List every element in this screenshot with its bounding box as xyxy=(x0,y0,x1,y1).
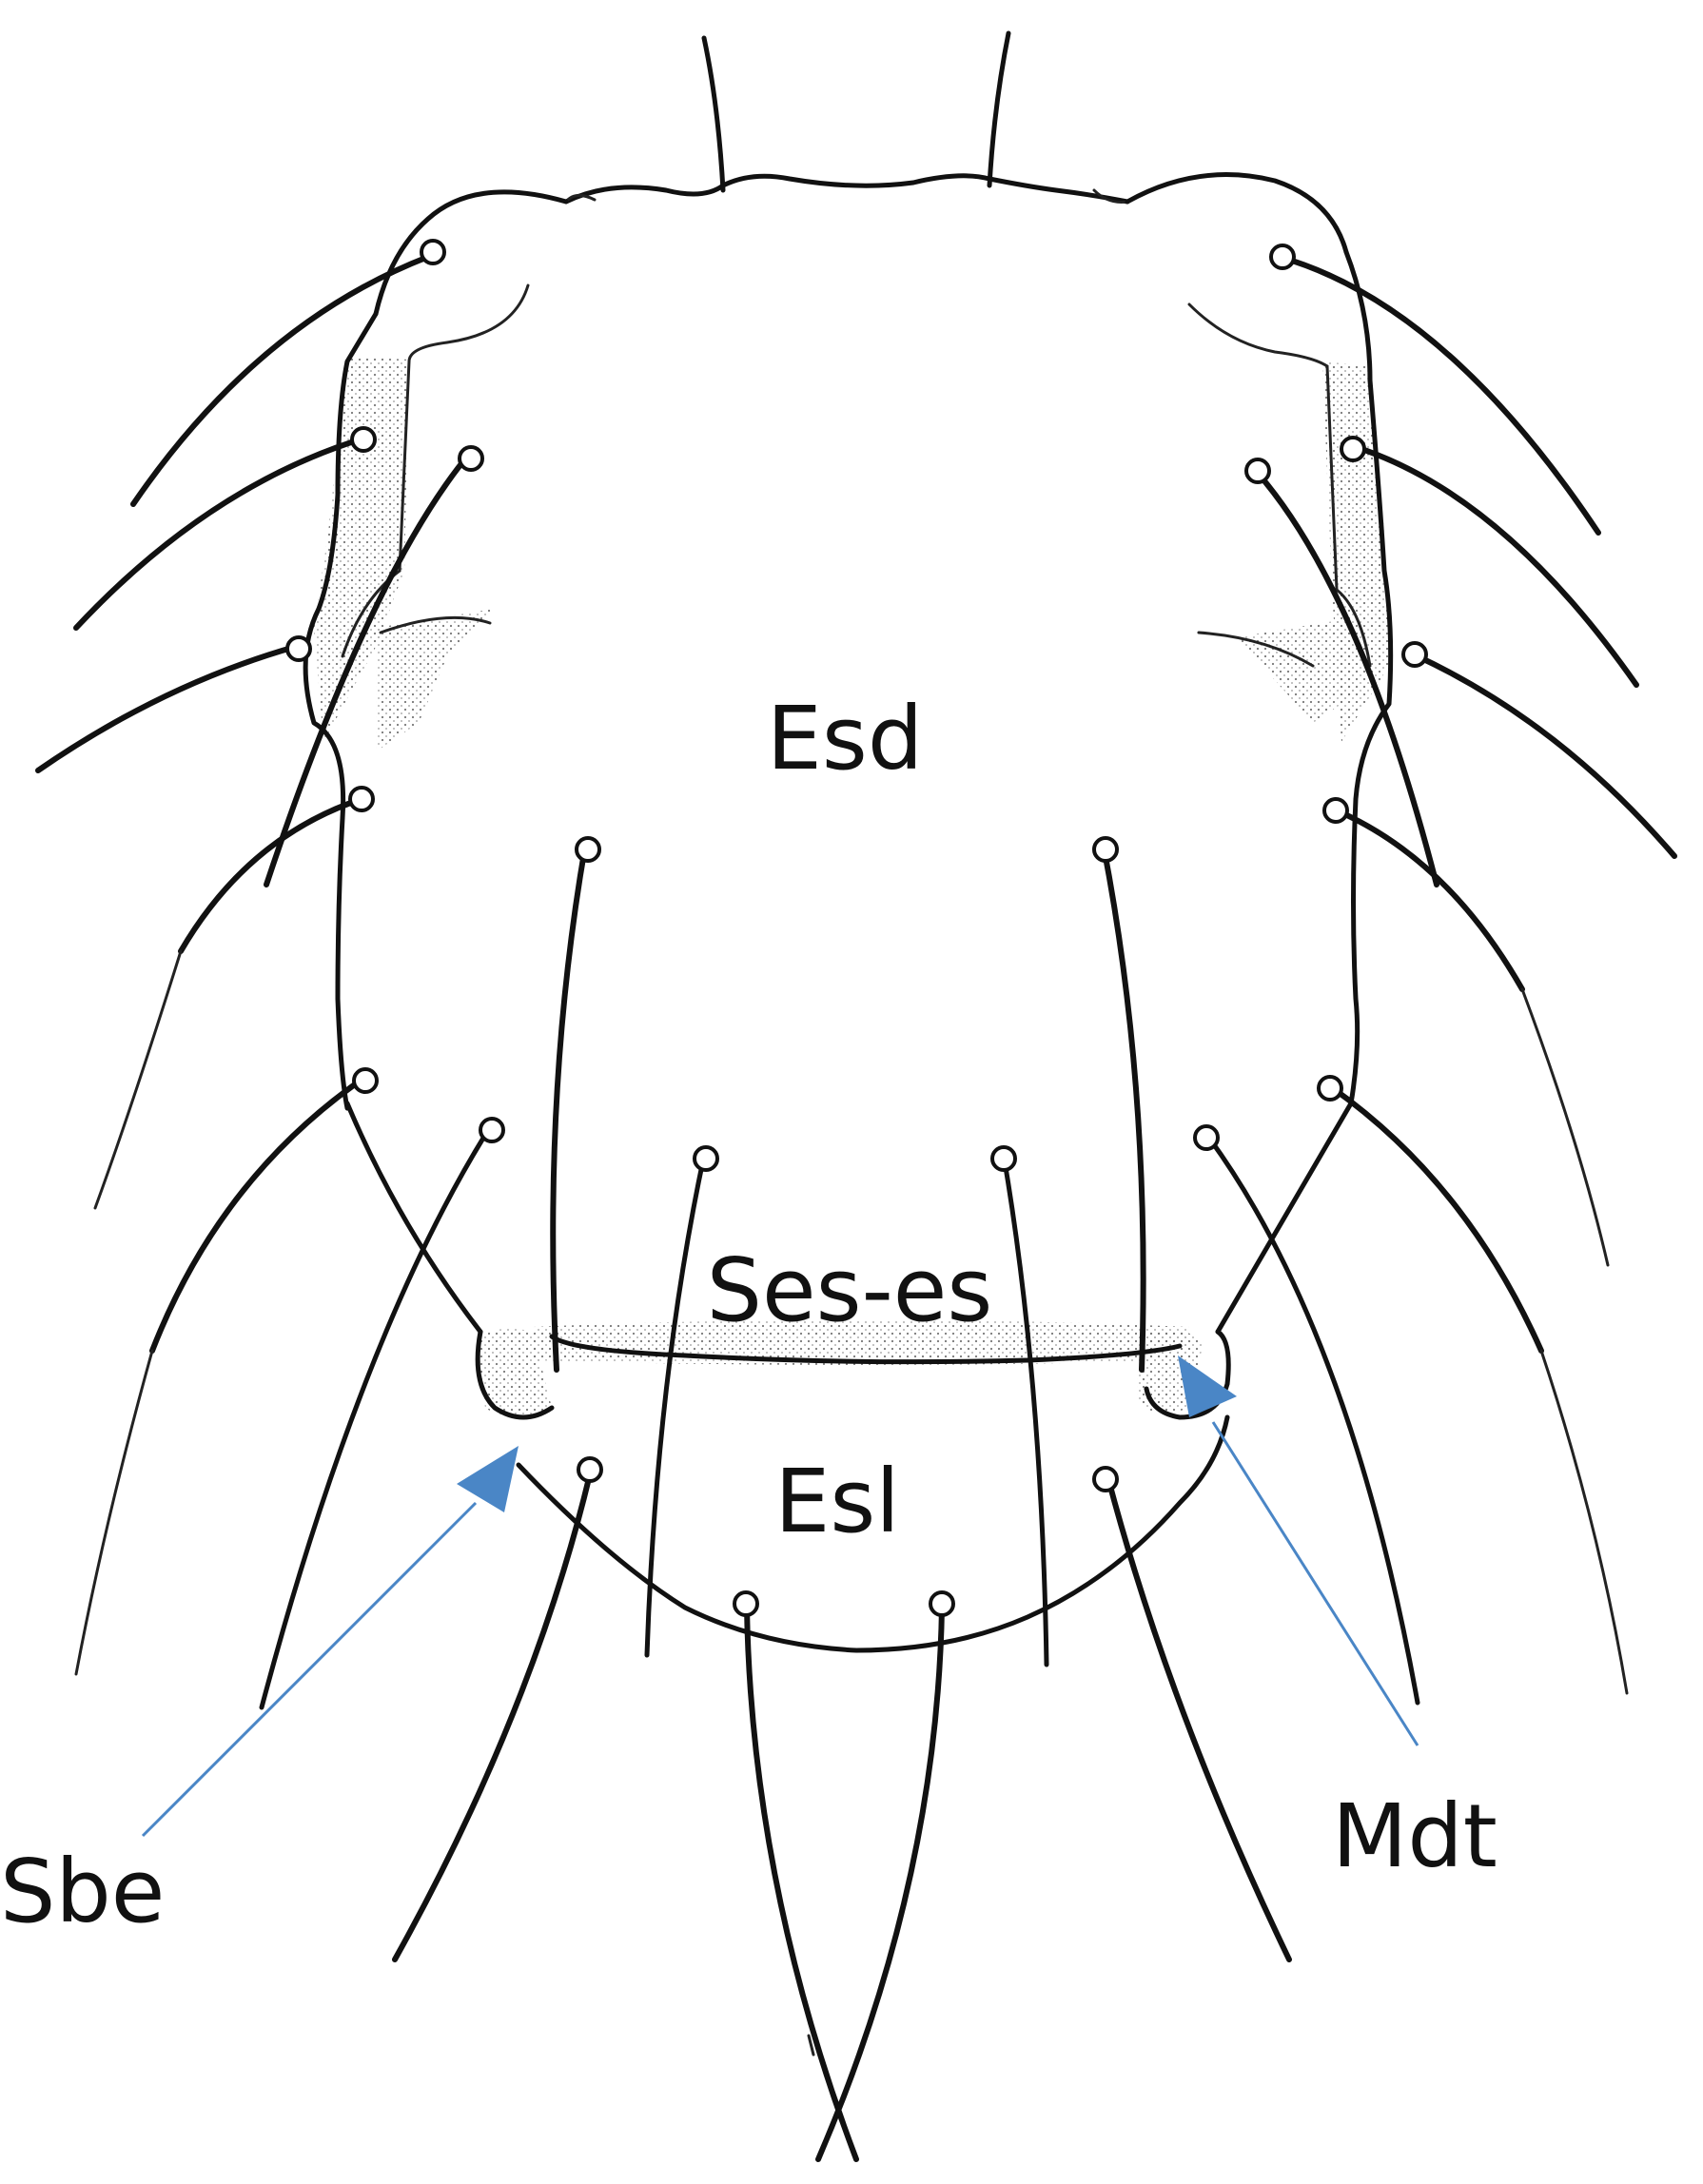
label-sbe: Sbe xyxy=(0,1841,165,1942)
mdt-arrow xyxy=(1178,1355,1419,1746)
label-esd: Esd xyxy=(767,688,923,790)
mdt-arrowhead xyxy=(1178,1355,1237,1417)
label-esl: Esl xyxy=(774,1451,900,1552)
sbe-arrowhead xyxy=(457,1446,519,1512)
sbe-arrow xyxy=(141,1446,519,1838)
label-ses-es: Ses-es xyxy=(707,1239,993,1341)
setae xyxy=(35,30,1677,2162)
body-outline xyxy=(303,172,1394,1653)
setal-sockets xyxy=(285,239,1428,1617)
label-mdt: Mdt xyxy=(1332,1785,1497,1887)
